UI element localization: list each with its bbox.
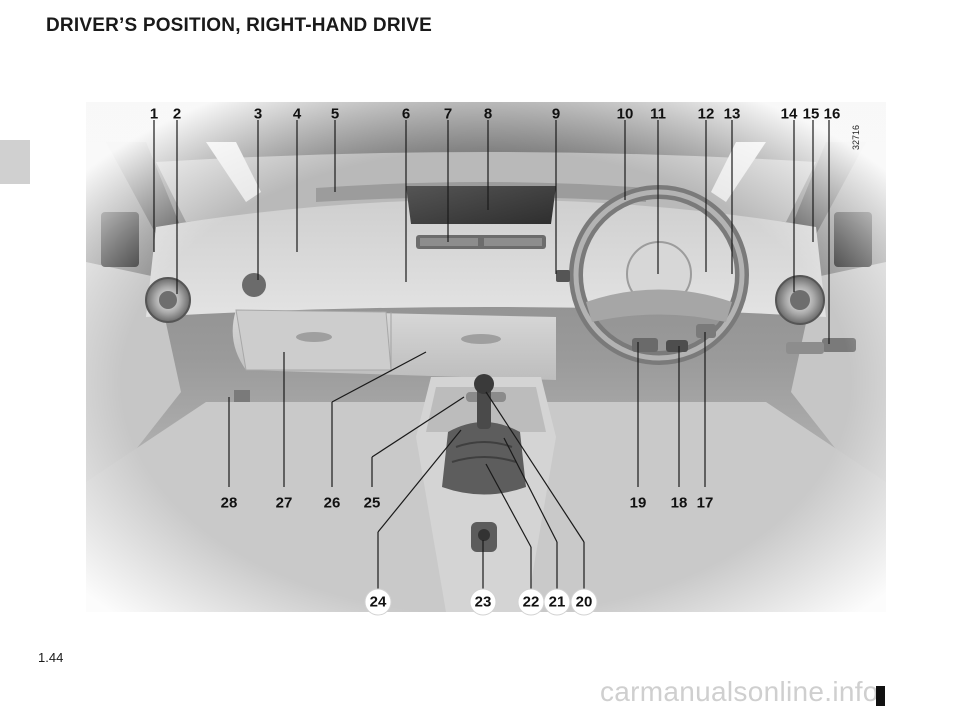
callout-23: 23	[469, 588, 497, 616]
callout-15: 15	[802, 105, 820, 123]
callout-6: 6	[401, 105, 411, 123]
callout-3: 3	[253, 105, 263, 123]
dashboard-illustration: 1 2 3 4 5 6 7 8 9 10 11 12 13 14 15 16 2…	[86, 102, 886, 616]
callout-8: 8	[483, 105, 493, 123]
page-number: 1.44	[38, 650, 64, 665]
dashboard-drawing	[86, 102, 886, 612]
figure-id: 32716	[851, 124, 861, 150]
corner-mark	[876, 686, 885, 706]
callout-7: 7	[443, 105, 453, 123]
callout-1: 1	[149, 105, 159, 123]
callout-25: 25	[363, 494, 381, 512]
page-title: DRIVER’S POSITION, RIGHT-HAND DRIVE	[46, 15, 432, 36]
callout-27: 27	[275, 494, 293, 512]
watermark: carmanualsonline.info	[600, 676, 879, 707]
callout-28: 28	[220, 494, 238, 512]
callout-5: 5	[330, 105, 340, 123]
callout-13: 13	[723, 105, 741, 123]
callout-21: 21	[543, 588, 571, 616]
callout-10: 10	[616, 105, 634, 123]
callout-18: 18	[670, 494, 688, 512]
callout-4: 4	[292, 105, 302, 123]
callout-11: 11	[650, 105, 666, 123]
callout-leader-lines	[153, 120, 830, 590]
callout-9: 9	[551, 105, 561, 123]
callout-19: 19	[629, 494, 647, 512]
callout-2: 2	[172, 105, 182, 123]
callout-16: 16	[823, 105, 841, 123]
callout-26: 26	[323, 494, 341, 512]
callout-24: 24	[364, 588, 392, 616]
chapter-tab	[0, 140, 30, 184]
callout-14: 14	[780, 105, 798, 123]
callout-12: 12	[697, 105, 715, 123]
callout-22: 22	[517, 588, 545, 616]
callout-20: 20	[570, 588, 598, 616]
callout-17: 17	[696, 494, 714, 512]
